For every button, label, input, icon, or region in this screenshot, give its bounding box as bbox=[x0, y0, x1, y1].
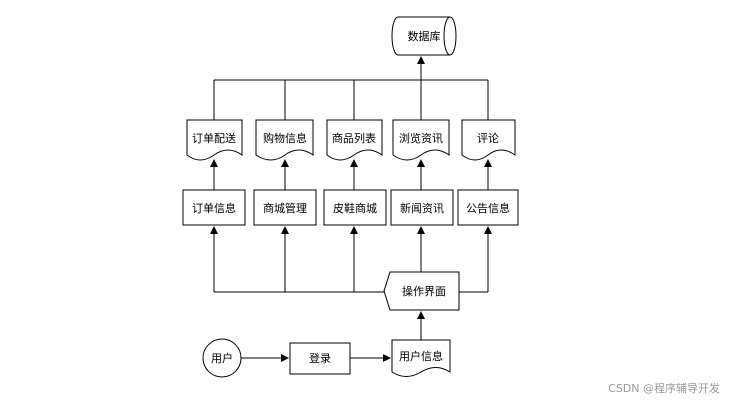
top-connector bbox=[213, 56, 489, 120]
watermark-text: CSDN @程序辅导开发 bbox=[608, 381, 720, 395]
document-label: 商品列表 bbox=[332, 131, 376, 145]
module-label: 新闻资讯 bbox=[400, 201, 444, 215]
database-node: 数据库 bbox=[391, 16, 457, 56]
document-label: 浏览资讯 bbox=[399, 131, 443, 145]
document-label: 订单配送 bbox=[192, 131, 236, 145]
interface-label: 操作界面 bbox=[402, 284, 446, 298]
user-info-node: 用户信息 bbox=[391, 339, 451, 377]
module-label: 商城管理 bbox=[263, 201, 307, 215]
document-label: 购物信息 bbox=[263, 131, 307, 145]
document-order-delivery: 订单配送 bbox=[186, 119, 243, 161]
module-label: 公告信息 bbox=[466, 201, 510, 215]
document-product-list: 商品列表 bbox=[326, 119, 383, 161]
module-shoe-mall: 皮鞋商城 bbox=[323, 189, 387, 226]
document-browse-news: 浏览资讯 bbox=[392, 119, 450, 161]
module-news: 新闻资讯 bbox=[390, 189, 454, 226]
interface-node: 操作界面 bbox=[383, 271, 460, 311]
document-comments: 评论 bbox=[461, 119, 516, 161]
module-label: 订单信息 bbox=[192, 201, 236, 215]
document-label: 评论 bbox=[477, 131, 499, 145]
module-mall-management: 商城管理 bbox=[253, 189, 317, 226]
module-label: 皮鞋商城 bbox=[333, 201, 377, 215]
user-info-label: 用户信息 bbox=[399, 349, 443, 363]
login-node: 登录 bbox=[289, 342, 351, 375]
login-label: 登录 bbox=[309, 351, 331, 365]
module-announcements: 公告信息 bbox=[457, 189, 519, 226]
module-order-info: 订单信息 bbox=[182, 189, 246, 226]
database-label: 数据库 bbox=[408, 29, 441, 43]
interface-to-module-arrows bbox=[210, 226, 492, 293]
user-node: 用户 bbox=[202, 338, 242, 378]
module-to-document-arrows bbox=[210, 159, 492, 190]
document-shopping-info: 购物信息 bbox=[255, 119, 314, 161]
user-label: 用户 bbox=[211, 351, 233, 365]
